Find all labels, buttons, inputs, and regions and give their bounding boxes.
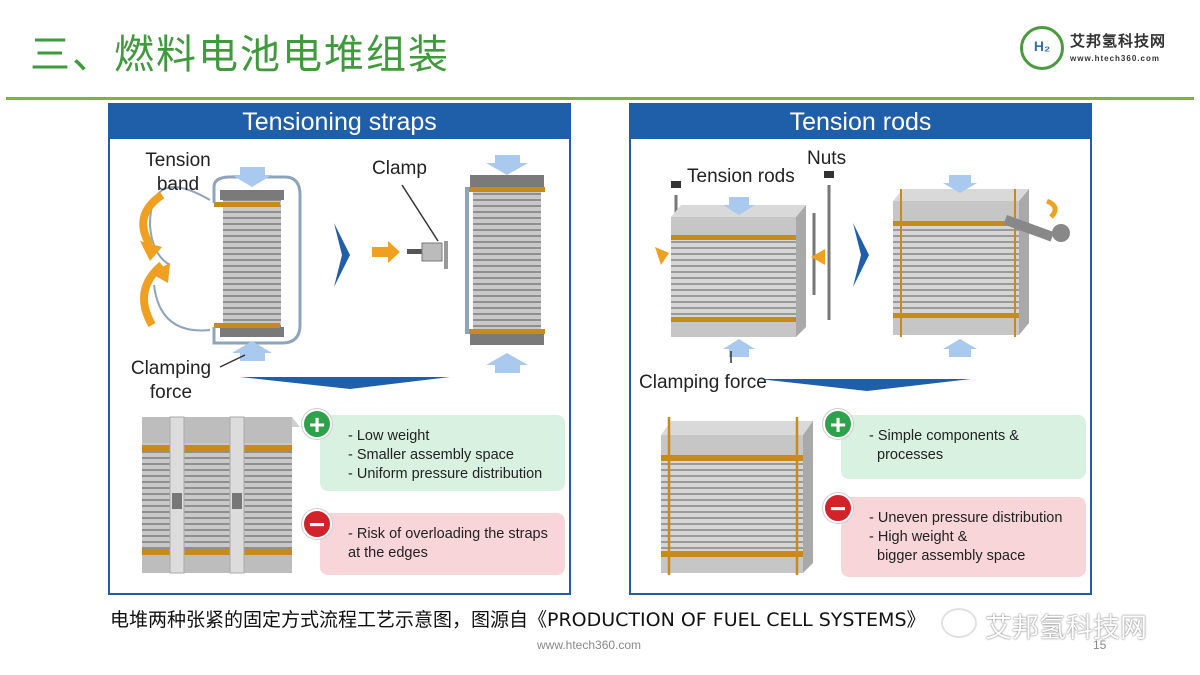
- pro-item: - Smaller assembly space: [348, 447, 514, 463]
- cons-box: - Uneven pressure distribution - High we…: [841, 497, 1086, 577]
- con-item: bigger assembly space: [877, 548, 1026, 564]
- con-item: - High weight &: [869, 529, 968, 545]
- pressure-arrow-icon: [232, 167, 272, 187]
- con-item: - Uneven pressure distribution: [869, 510, 1063, 526]
- panel-heading: Tensioning straps: [110, 105, 569, 139]
- rod-stack-tightened-icon: [893, 189, 1029, 337]
- pro-item: - Uniform pressure distribution: [348, 466, 543, 482]
- nut-icon: [824, 171, 834, 178]
- nuts-label: Nuts: [807, 148, 847, 169]
- pressure-arrow-icon: [723, 197, 755, 215]
- logo-symbol: H₂: [1033, 38, 1051, 54]
- tensioning-straps-panel: Tensioning straps: [108, 103, 571, 595]
- pressure-arrow-icon: [943, 339, 977, 357]
- pro-item: - Low weight: [348, 428, 430, 444]
- tension-rods-illustration: [655, 171, 1070, 575]
- logo-name: 艾邦氢科技网: [1070, 32, 1167, 50]
- con-item: at the edges: [348, 545, 428, 561]
- clamping-force-label: Clamping force: [130, 358, 212, 403]
- plus-icon: +: [302, 409, 332, 439]
- cons-box: - Risk of overloading the straps at the …: [320, 513, 565, 575]
- pro-item: processes: [877, 447, 944, 463]
- tension-rods-panel: Tension rods: [629, 103, 1092, 595]
- logo-url: www.htech360.com: [1070, 54, 1160, 63]
- separator-arrow-icon: [759, 379, 971, 391]
- watermark-text: 艾邦氢科技网: [985, 613, 1147, 644]
- title-divider: [6, 97, 1194, 100]
- orange-arrow-icon: [655, 247, 669, 265]
- pros-box: - Simple components & processes: [841, 415, 1086, 479]
- minus-icon: −: [302, 509, 332, 539]
- brand-logo: H₂ 艾邦氢科技网 www.htech360.com: [1020, 24, 1190, 74]
- tensioning-straps-illustration: [139, 155, 545, 574]
- tension-band-label: Tension band: [145, 150, 211, 195]
- process-chevron-icon: [334, 223, 350, 287]
- process-chevron-icon: [853, 223, 869, 287]
- wechat-icon: [941, 608, 977, 638]
- clamping-force-label: Clamping force: [639, 372, 767, 393]
- pressure-arrow-icon: [486, 353, 528, 373]
- slide-title: 三、燃料电池电堆组装: [30, 32, 450, 78]
- rod-stack-before-icon: [671, 205, 806, 337]
- panel-heading: Tension rods: [631, 105, 1090, 139]
- figure-caption: 电堆两种张紧的固定方式流程工艺示意图，图源自《PRODUCTION OF FUE…: [110, 609, 926, 631]
- pro-item: - Simple components &: [869, 428, 1019, 444]
- minus-icon: −: [823, 493, 853, 523]
- separator-arrow-icon: [240, 377, 450, 389]
- strapped-stack-icon: [465, 175, 545, 345]
- nut-icon: [671, 181, 681, 188]
- pressure-arrow-icon: [486, 155, 528, 175]
- unclamped-stack-icon: [148, 175, 302, 345]
- assembled-strap-stack-icon: [142, 416, 300, 574]
- pressure-arrow-icon: [943, 175, 977, 193]
- wrench-icon: [1003, 214, 1070, 242]
- orange-arrow-icon: [811, 249, 825, 265]
- con-item: - Risk of overloading the straps: [348, 526, 548, 542]
- tension-rods-label: Tension rods: [687, 166, 795, 187]
- clamp-label: Clamp: [372, 158, 427, 179]
- page-number: 15: [1093, 638, 1107, 652]
- watermark: 艾邦氢科技网: [935, 604, 1175, 644]
- assembled-rod-stack-icon: [661, 417, 813, 575]
- orange-arrow-icon: [372, 241, 400, 263]
- pressure-arrow-icon: [723, 339, 755, 357]
- pros-box: - Low weight - Smaller assembly space - …: [320, 415, 565, 491]
- footer-url: www.htech360.com: [537, 638, 642, 652]
- plus-icon: +: [823, 409, 853, 439]
- logo-circle-icon: [1020, 26, 1064, 70]
